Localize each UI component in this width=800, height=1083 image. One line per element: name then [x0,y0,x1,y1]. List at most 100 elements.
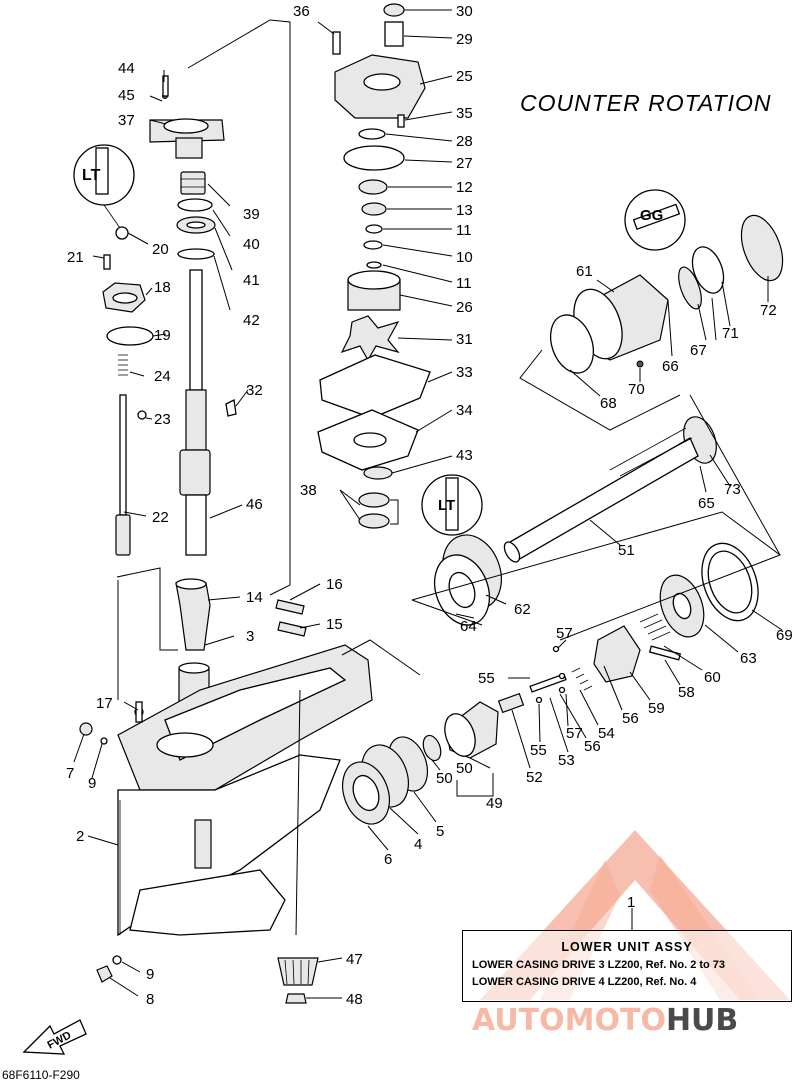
callout-5: 5 [436,823,444,840]
diagram-code: 68F6110-F290 [2,1068,80,1082]
callout-46: 46 [246,496,263,513]
callout-6: 6 [384,851,392,868]
callout-70: 70 [628,381,645,398]
callout-72: 72 [760,302,777,319]
callout-67: 67 [690,342,707,359]
callout-59: 59 [648,700,665,717]
callout-54: 54 [598,725,615,742]
callout-7: 7 [66,765,74,782]
callout-40: 40 [243,236,260,253]
callout-2: 2 [76,828,84,845]
callout-15: 15 [326,616,343,633]
callout-20: 20 [152,241,169,258]
callout-48: 48 [346,991,363,1008]
callout-71: 71 [722,325,739,342]
callout-36: 36 [293,3,310,20]
callout-16: 16 [326,576,343,593]
callout-63: 63 [740,650,757,667]
watermark-text: AUTOMOTOHUB [472,1003,738,1038]
callout-3: 3 [246,628,254,645]
inset-label-2: GG [640,207,663,224]
callout-47: 47 [346,951,363,968]
callout-21: 21 [67,249,84,266]
watermark-text-part-a: AUTOMOTO [472,1003,666,1038]
callout-50a: 50 [456,760,473,777]
callout-56b: 56 [584,738,601,755]
callout-73: 73 [724,481,741,498]
callout-4: 4 [414,836,422,853]
callout-56a: 56 [622,710,639,727]
callout-14: 14 [246,589,263,606]
callout-61: 61 [576,263,593,280]
callout-66: 66 [662,358,679,375]
callout-27: 27 [456,155,473,172]
callout-9a: 9 [88,775,96,792]
callout-64: 64 [460,618,477,635]
assembly-caption-box: LOWER UNIT ASSY LOWER CASING DRIVE 3 LZ2… [462,930,792,1002]
shift-rod-group: LT [73,144,154,556]
callout-24: 24 [154,368,171,385]
callout-39: 39 [243,206,260,223]
callout-29: 29 [456,31,473,48]
callout-31: 31 [456,331,473,348]
inset-label-1: LT [82,167,101,184]
callout-32: 32 [246,382,263,399]
callout-50b: 50 [436,770,453,787]
callout-55a: 55 [478,670,495,687]
callout-30: 30 [456,3,473,20]
callout-leaders [73,9,783,999]
lower-casing-group [79,644,373,1004]
driveshaft-housing-group [149,75,307,706]
page-title: COUNTER ROTATION [520,90,772,116]
callout-19: 19 [154,327,171,344]
propeller-shaft-group: GG [342,189,784,825]
callout-44: 44 [118,60,135,77]
callout-49: 49 [486,795,503,812]
callout-57b: 57 [566,725,583,742]
callout-69: 69 [776,627,793,644]
callout-13: 13 [456,202,473,219]
callout-43: 43 [456,447,473,464]
callout-45: 45 [118,87,135,104]
callout-28: 28 [456,133,473,150]
callout-38: 38 [300,482,317,499]
callout-11b: 11 [456,275,472,292]
callout-58: 58 [678,684,695,701]
callout-25: 25 [456,68,473,85]
callout-18: 18 [154,279,171,296]
callout-35: 35 [456,105,473,122]
callout-22: 22 [152,509,169,526]
callout-68: 68 [600,395,617,412]
callout-26: 26 [456,299,473,316]
forward-arrow-icon: FWD [22,1019,87,1055]
callout-65: 65 [698,495,715,512]
callout-41: 41 [243,272,260,289]
callout-23: 23 [154,411,171,428]
callout-51: 51 [618,542,635,559]
callout-8: 8 [146,991,154,1008]
callout-1: 1 [627,894,635,911]
inset-label-3: LT [438,497,455,514]
watermark-text-part-b: HUB [665,1003,739,1038]
callout-55b: 55 [530,742,547,759]
callout-57a: 57 [556,625,573,642]
caption-line-1: LOWER CASING DRIVE 3 LZ200, Ref. No. 2 t… [472,959,726,971]
water-pump-group: LT [317,3,483,536]
callout-60: 60 [704,669,721,686]
callout-62: 62 [514,601,531,618]
group-outline-lines [116,19,782,936]
callout-34: 34 [456,402,473,419]
callout-11a: 11 [456,222,472,239]
callout-33: 33 [456,364,473,381]
callout-37: 37 [118,112,135,129]
callout-53: 53 [558,752,575,769]
callout-17: 17 [96,695,113,712]
callout-52: 52 [526,769,543,786]
callout-9b: 9 [146,966,154,983]
caption-title: LOWER UNIT ASSY [561,940,693,954]
callout-10: 10 [456,249,473,266]
caption-line-2: LOWER CASING DRIVE 4 LZ200, Ref. No. 4 [472,976,697,988]
callout-12: 12 [456,179,473,196]
